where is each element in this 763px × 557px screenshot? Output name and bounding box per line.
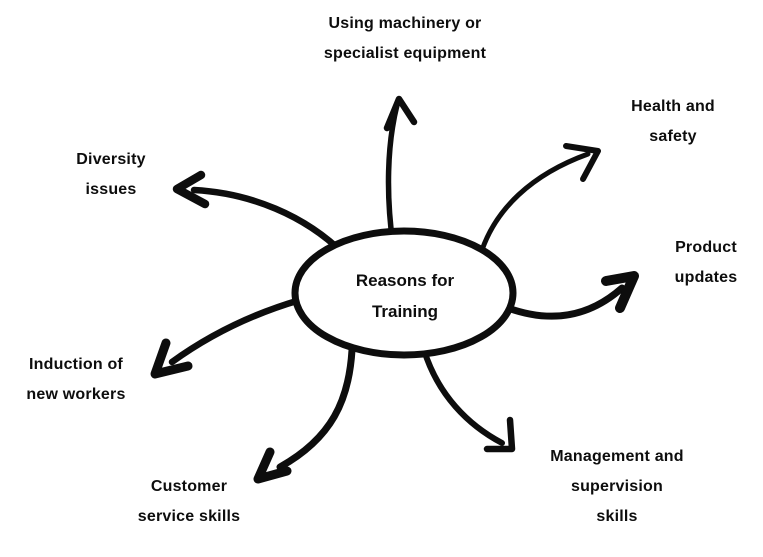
node-label-customer-service: Customer service skills <box>137 478 241 525</box>
arrow-health-safety <box>479 143 601 253</box>
node-label-health-safety: Health and safety <box>631 98 715 145</box>
node-label-product-updates: Product updates <box>674 239 738 286</box>
arrow-induction-line <box>168 296 304 366</box>
arrow-induction-head <box>150 338 193 379</box>
arrow-product-updates <box>504 271 639 320</box>
arrow-customer-service-line <box>276 346 356 471</box>
arrow-health-safety-line <box>479 151 591 253</box>
arrow-customer-service-head <box>253 447 292 484</box>
node-label-diversity: Diversity issues <box>76 151 146 198</box>
node-label-management-supervision: Management and supervision skills <box>550 448 684 525</box>
arrow-product-updates-line <box>504 284 626 320</box>
arrow-management-supervision-line <box>421 347 505 446</box>
arrow-customer-service <box>253 346 356 484</box>
arrow-management-supervision-head <box>483 416 516 453</box>
arrow-diversity-line <box>190 186 349 259</box>
node-label-induction: Induction of new workers <box>26 356 126 403</box>
arrow-product-updates-head <box>601 271 639 313</box>
center-label: Reasons for Training <box>355 271 455 321</box>
arrow-health-safety-head <box>563 143 601 182</box>
arrow-diversity <box>172 170 349 259</box>
arrow-using-machinery <box>383 95 418 248</box>
arrow-diversity-head <box>172 170 210 209</box>
center-ellipse <box>291 227 517 359</box>
arrow-induction <box>150 296 304 379</box>
arrow-using-machinery-head <box>383 95 418 132</box>
arrow-management-supervision <box>421 347 516 453</box>
node-label-using-machinery: Using machinery or specialist equipment <box>323 15 487 62</box>
